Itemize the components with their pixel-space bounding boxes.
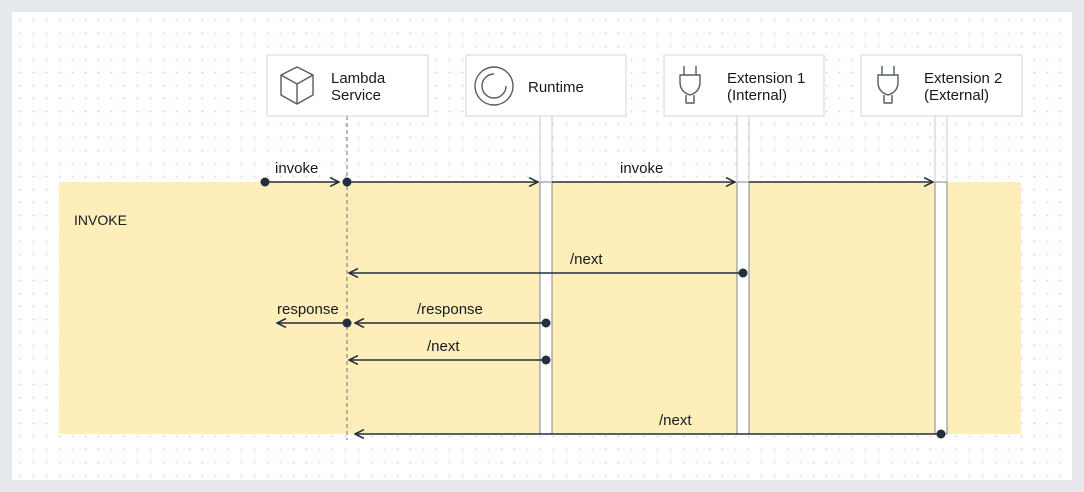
runtime-response-label: /response — [417, 301, 483, 318]
message-runtime-response: /response — [342, 301, 551, 328]
plug-icon — [679, 66, 701, 104]
runtime-label: Runtime — [528, 79, 584, 96]
participant-lambda-service: Lambda Service — [266, 54, 429, 117]
response-out-label: response — [277, 301, 339, 318]
message-next-runtime: /next — [349, 338, 551, 365]
participant-runtime: Runtime — [465, 54, 627, 117]
message-next-extension1: /next — [349, 251, 748, 278]
plug-icon — [877, 66, 899, 104]
cube-icon — [280, 66, 314, 105]
message-invoke-extension1: invoke — [552, 160, 735, 182]
phase-label: INVOKE — [74, 212, 127, 228]
message-next-extension2: /next — [355, 412, 946, 439]
extension2-label-line2: (External) — [924, 87, 989, 104]
extension2-activation-bar — [934, 181, 948, 435]
extension1-label-line2: (Internal) — [727, 87, 787, 104]
extension1-label-line1: Extension 1 — [727, 70, 805, 87]
next-ext1-label: /next — [570, 251, 603, 268]
message-invoke-runtime — [342, 178, 539, 187]
extension2-label-line1: Extension 2 — [924, 70, 1002, 87]
runtime-activation-bar — [539, 181, 553, 435]
invoke-in-label: invoke — [275, 160, 318, 177]
next-ext2-label: /next — [659, 412, 692, 429]
participant-extension-2: Extension 2 (External) — [860, 54, 1023, 117]
lambda-service-label-line2: Service — [331, 87, 381, 104]
message-response-out: response — [277, 301, 347, 323]
message-invoke-in: invoke — [260, 160, 340, 187]
extension1-activation-bar — [736, 181, 750, 435]
invoke-ext-label: invoke — [620, 160, 663, 177]
lambda-service-label-line1: Lambda — [331, 70, 386, 87]
ring-icon — [474, 66, 514, 106]
next-runtime-label: /next — [427, 338, 460, 355]
participant-extension-1: Extension 1 (Internal) — [663, 54, 825, 117]
